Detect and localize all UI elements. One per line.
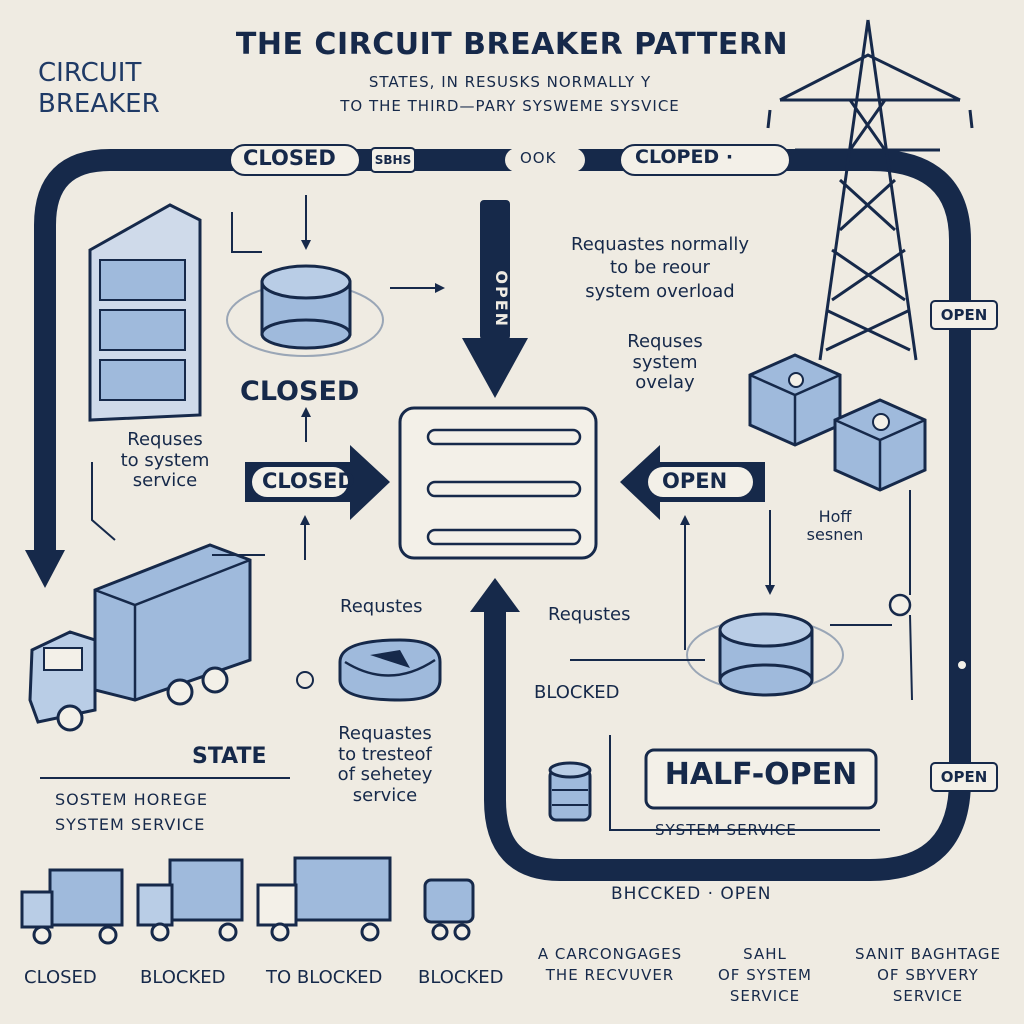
bottom-right-line: SERVICE xyxy=(729,987,801,1005)
note-line: service xyxy=(132,470,198,492)
transmission-tower-icon xyxy=(766,19,974,361)
note-line: system overload xyxy=(585,280,735,302)
note-requests-top-right: Requastes normally to be reour system ov… xyxy=(530,233,790,303)
bottom-right-line: SANIT BAGHTAGE xyxy=(855,945,1001,963)
toggle-switch-icon xyxy=(296,515,442,702)
note-line: Requastes normally xyxy=(571,234,749,255)
top-pill-cloped xyxy=(619,144,791,176)
vertical-arrow-label: OPEN xyxy=(492,270,512,329)
note-line: sesnen xyxy=(806,525,864,545)
subtitle-line: STATES, IN RESUSKS NORMALLY Y xyxy=(368,73,652,91)
half-open-label: HALF-OPEN xyxy=(664,757,858,792)
right-open-tag-upper: OPEN xyxy=(930,300,998,330)
top-pill-closed xyxy=(229,144,361,176)
top-bar-tag: SBHS xyxy=(370,147,416,173)
server-rack-icon xyxy=(88,203,262,422)
right-open-tag-lower: OPEN xyxy=(930,762,998,792)
bottom-right-line: OF SYSTEM xyxy=(718,966,812,984)
note-requests-overlay: Requses system ovelay xyxy=(590,331,740,394)
database-cylinder-icon-right xyxy=(680,490,968,701)
corner-label-line: CIRCUIT xyxy=(38,58,142,88)
note-line: ovelay xyxy=(635,372,695,394)
bottom-label-to-blocked: TO BLOCKED xyxy=(266,967,383,988)
loop-arrowhead-center-up xyxy=(470,578,520,612)
half-open-box xyxy=(644,748,878,810)
state-description: SOSTEM HOREGE SYSTEM SERVICE xyxy=(55,788,208,838)
bottom-label-closed: CLOSED xyxy=(24,967,97,988)
database-cylinder-icon-top xyxy=(226,195,445,442)
center-state-panel xyxy=(398,406,598,560)
bottom-right-line: THE RECVUVER xyxy=(545,966,675,984)
state-description-line: SOSTEM HOREGE xyxy=(55,790,209,809)
cube-icons xyxy=(748,353,927,492)
diagram-title: THE CIRCUIT BREAKER PATTERN xyxy=(235,27,789,62)
small-truck-icons xyxy=(20,856,475,945)
note-line: Requses xyxy=(627,331,703,352)
corner-label: CIRCUIT BREAKER xyxy=(38,58,160,119)
note-line: Requastes xyxy=(338,723,432,744)
note-line: to be reour xyxy=(610,257,710,279)
note-requestes-right: Requstes xyxy=(548,604,631,625)
corner-label-line: BREAKER xyxy=(38,88,160,119)
bottom-right-line: SERVICE xyxy=(892,987,964,1005)
subtitle: STATES, IN RESUSKS NORMALLY Y TO THE THI… xyxy=(230,70,790,118)
top-ok-label: OOK xyxy=(520,149,557,167)
half-open-subtitle: SYSTEM SERVICE xyxy=(655,821,797,839)
note-line: to system xyxy=(120,449,210,471)
large-truck-icon xyxy=(28,543,252,732)
note-line: Hoff xyxy=(818,507,852,526)
bottom-right-col3: SANIT BAGHTAGE OF SBYVERY SERVICE xyxy=(838,944,1018,1007)
bottom-label-blocked: BLOCKED xyxy=(140,967,226,988)
state-label: STATE xyxy=(192,744,267,769)
closed-arrow-label: CLOSED xyxy=(262,469,355,493)
bottom-label-blocked-2: BLOCKED xyxy=(418,967,504,988)
note-line: of sehetey xyxy=(337,764,433,786)
note-line: to tresteof xyxy=(338,743,432,765)
note-requests-left: Requses to system service xyxy=(90,429,240,492)
state-description-line: SYSTEM SERVICE xyxy=(55,814,206,834)
note-line: system xyxy=(632,351,698,373)
bottom-right-line: A CARCONGAGES xyxy=(537,945,683,963)
bottom-loop-label: BHCCKED · OPEN xyxy=(605,884,778,905)
loop-arrowhead-left xyxy=(25,550,65,588)
note-requests-trust: Requastes to tresteof of sehetey service xyxy=(320,723,450,807)
subtitle-line: TO THE THIRD—PARY SYSWEME SYSVICE xyxy=(340,97,680,115)
top-closed-label: CLOSED xyxy=(243,146,336,170)
center-down-arrow-head xyxy=(462,338,528,398)
note-line: Requses xyxy=(127,429,203,450)
top-cloped-label: CLOPED · xyxy=(635,146,734,168)
bottom-right-line: OF SBYVERY xyxy=(877,966,979,984)
open-arrow-label: OPEN xyxy=(662,469,728,493)
note-blocked-mid: BLOCKED xyxy=(534,682,620,703)
bottom-right-line: SAHL xyxy=(743,945,787,963)
top-pill-ok xyxy=(505,148,585,172)
note-requestes-mid: Requstes xyxy=(340,596,423,617)
note-half-session: Hoff sesnen xyxy=(790,507,880,545)
closed-node-label: CLOSED xyxy=(240,376,360,407)
battery-stack-icon xyxy=(548,761,592,822)
note-line: service xyxy=(352,785,418,807)
center-down-arrow-shaft xyxy=(480,200,510,340)
bottom-right-col1: A CARCONGAGES THE RECVUVER xyxy=(530,944,690,986)
bottom-right-col2: SAHL OF SYSTEM SERVICE xyxy=(700,944,830,1007)
